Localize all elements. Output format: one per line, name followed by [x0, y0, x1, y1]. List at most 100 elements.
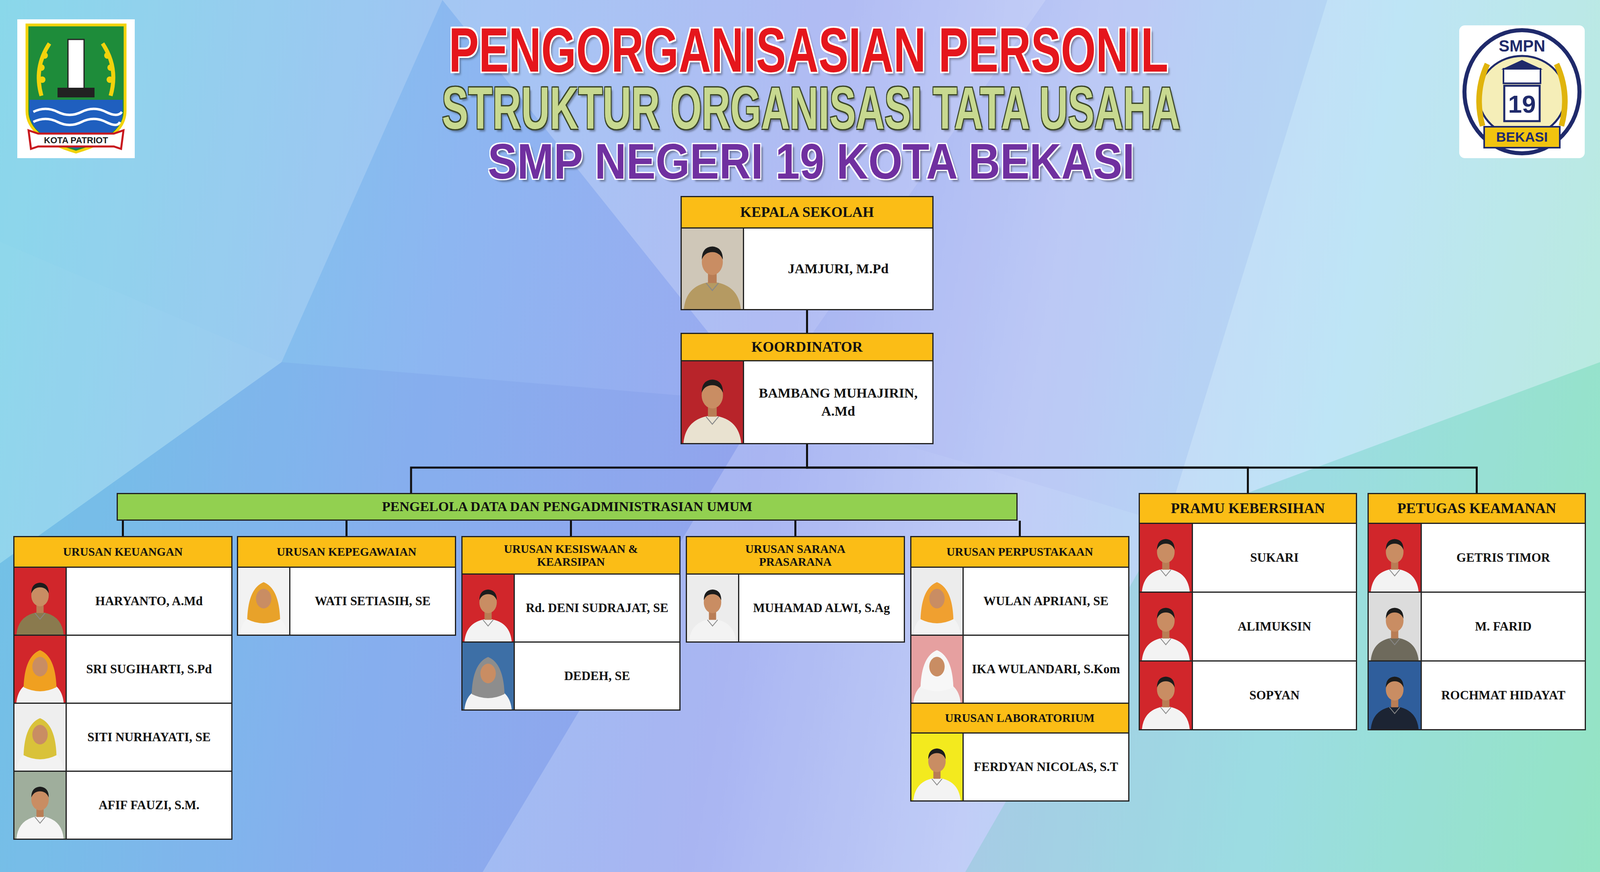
person-box: Rd. DENI SUDRAJAT, SE [461, 574, 681, 643]
decor-shape [26, 24, 126, 153]
name-column: JAMJURI, M.Pd [744, 228, 933, 309]
decor-shape [33, 119, 120, 126]
section-header: URUSAN KEPEGAWAIAN [236, 535, 457, 568]
person-box: SUKARI [1138, 523, 1358, 593]
connector-line [121, 520, 124, 536]
person-name: SRI SUGIHARTI, S.Pd [86, 660, 212, 677]
person-name: WULAN APRIANI, SE [983, 592, 1109, 609]
decor-shape [67, 39, 85, 96]
photo-shape [1160, 707, 1172, 714]
decor-shape [107, 64, 114, 71]
photo-shape [929, 656, 945, 677]
name-column: WATI SETIASIH, SE [290, 567, 455, 635]
person-photo [1139, 592, 1193, 661]
person-box: FERDYAN NICOLAS, S.T [910, 733, 1130, 802]
decor-shape [106, 76, 114, 83]
person-name: BAMBANG MUHAJIRIN, A.Md [749, 384, 927, 420]
person-name: IKA WULANDARI, S.Kom [971, 660, 1120, 677]
person-photo [14, 635, 67, 703]
photo-shape [23, 649, 57, 692]
person-photo [462, 642, 515, 710]
decor-shape [33, 108, 122, 116]
emblem-text: BEKASI [1496, 129, 1548, 144]
person-photo [1368, 592, 1422, 661]
photo-shape [23, 717, 57, 759]
person-box: JAMJURI, M.Pd [680, 228, 934, 311]
photo-shape [911, 733, 963, 800]
section-group: URUSAN KESISWAAN & KEARSIPANRd. DENI SUD… [461, 535, 681, 711]
photo-shape [14, 635, 66, 703]
person-name: ALIMUKSIN [1237, 618, 1312, 635]
person-box: WULAN APRIANI, SE [910, 567, 1130, 636]
person-box: WATI SETIASIH, SE [236, 567, 457, 636]
connector-line [806, 310, 809, 333]
photo-shape [471, 656, 505, 698]
name-column: M. FARID [1421, 592, 1585, 661]
photo-shape [683, 281, 741, 309]
section-header: URUSAN KEUANGAN [13, 535, 233, 568]
page-subtitle: STRUKTUR ORGANISASI TATA USAHA [442, 78, 1181, 138]
photo-shape [1386, 538, 1404, 550]
person-photo [911, 733, 964, 800]
person-box: ALIMUKSIN [1138, 592, 1358, 662]
photo-shape [1160, 569, 1172, 576]
photo-shape [464, 618, 512, 642]
section-group: PETUGAS KEAMANANGETRIS TIMORM. FARIDROCH… [1367, 492, 1586, 731]
photo-shape [1139, 523, 1192, 592]
decor-shape [17, 19, 135, 159]
section-header: URUSAN PERPUSTAKAAN [910, 535, 1130, 568]
person-name: FERDYAN NICOLAS, S.T [973, 758, 1119, 775]
decor-shape [1478, 63, 1488, 126]
person-box: AFIF FAUZI, S.M. [13, 771, 233, 840]
photo-shape [928, 748, 946, 759]
photo-shape [1386, 607, 1404, 619]
decor-shape [28, 130, 124, 149]
person-name: SUKARI [1250, 549, 1299, 566]
name-column: BAMBANG MUHAJIRIN, A.Md [744, 361, 933, 443]
photo-shape [31, 786, 49, 798]
photo-shape [701, 379, 723, 393]
name-column: DEDEH, SE [514, 642, 680, 710]
section-header: URUSAN LABORATORIUM [910, 702, 1130, 734]
photo-shape [1157, 538, 1175, 550]
page-title: PENGORGANISASIAN PERSONIL [448, 18, 1169, 82]
person-box: DEDEH, SE [461, 642, 681, 711]
person-photo [238, 567, 291, 635]
photo-shape [1368, 592, 1421, 661]
decor-shape [1462, 28, 1582, 156]
person-box: HARYANTO, A.Md [13, 567, 233, 636]
photo-shape [14, 771, 66, 839]
photo-shape [1141, 637, 1190, 661]
section-group: PENGELOLA DATA DAN PENGADMINISTRASIAN UM… [116, 492, 1018, 521]
person-box: BAMBANG MUHAJIRIN, A.Md [680, 361, 934, 445]
person-photo [681, 228, 745, 309]
photo-shape [1368, 661, 1421, 729]
photo-shape [920, 649, 954, 692]
name-column: SRI SUGIHARTI, S.Pd [66, 635, 232, 703]
person-name: Rd. DENI SUDRAJAT, SE [525, 599, 669, 616]
photo-shape [929, 588, 945, 609]
section-header: PETUGAS KEAMANAN [1367, 492, 1586, 524]
decor-shape [1504, 85, 1540, 122]
name-column: ROCHMAT HIDAYAT [1421, 661, 1585, 729]
person-photo [1139, 523, 1193, 592]
photo-shape [1368, 523, 1421, 592]
person-name: AFIF FAUZI, S.M. [98, 796, 200, 813]
decor-shape [41, 52, 48, 59]
connector-line [1018, 520, 1021, 536]
photo-shape [1386, 676, 1404, 687]
photo-shape [1389, 707, 1401, 714]
photo-shape [16, 611, 64, 635]
photo-shape [34, 612, 46, 619]
person-name: DEDEH, SE [564, 667, 631, 684]
name-column: HARYANTO, A.Md [66, 567, 232, 635]
decor-shape [104, 52, 111, 59]
photo-shape [911, 635, 963, 703]
photo-shape [1141, 568, 1190, 592]
section-group: KOORDINATORBAMBANG MUHAJIRIN, A.Md [680, 332, 934, 445]
person-name: MUHAMAD ALWI, S.Ag [753, 599, 891, 616]
person-box: MUHAMAD ALWI, S.Ag [685, 574, 905, 643]
photo-shape [1139, 592, 1192, 661]
